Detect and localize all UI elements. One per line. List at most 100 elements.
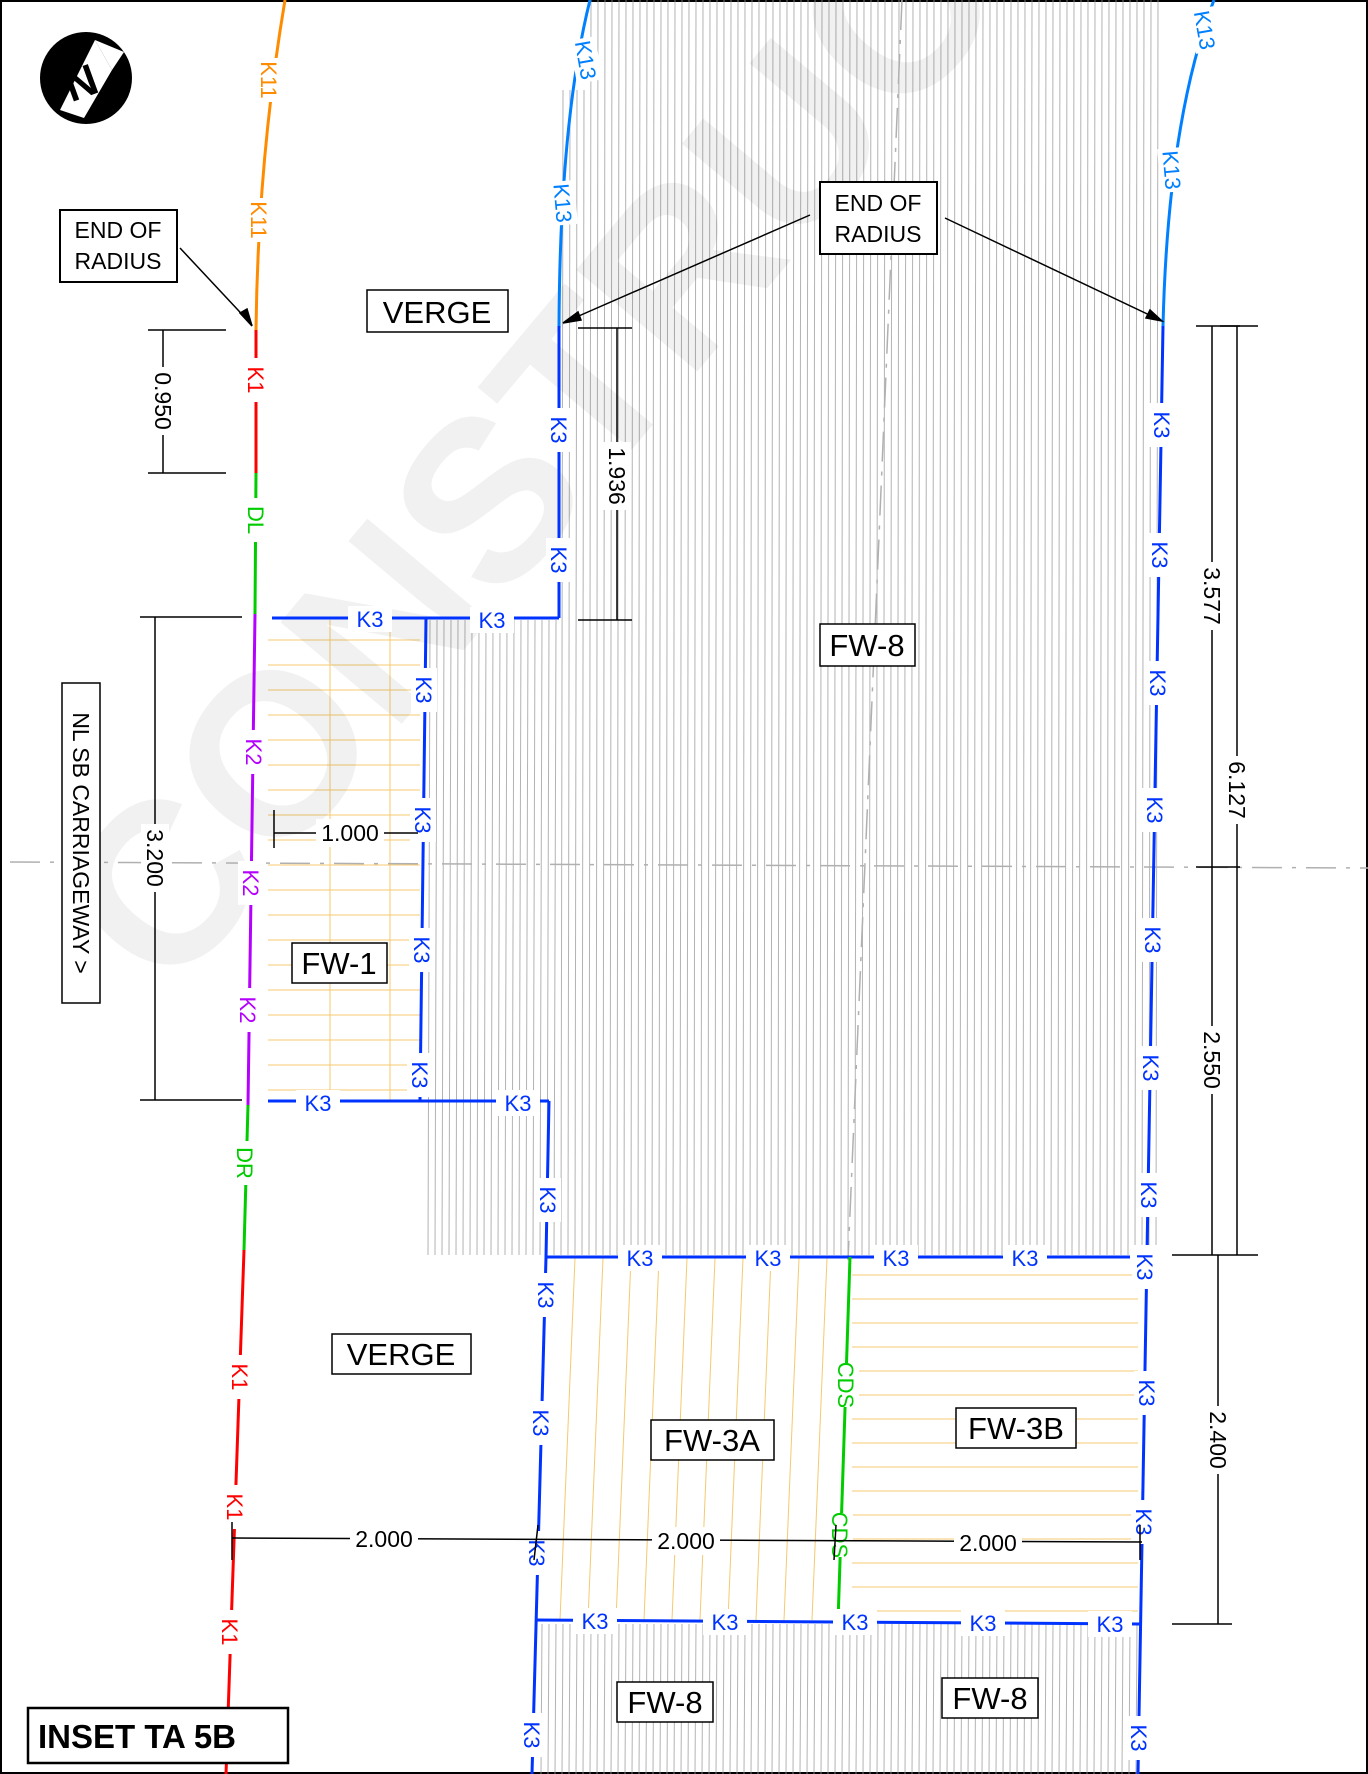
- kerb-code-k3: K3: [1134, 1371, 1160, 1415]
- svg-text:DR: DR: [232, 1147, 257, 1179]
- svg-text:END OF: END OF: [75, 217, 162, 243]
- svg-text:FW-8: FW-8: [627, 1685, 702, 1720]
- svg-text:INSET TA 5B: INSET TA 5B: [38, 1718, 236, 1755]
- centre-line: [9, 861, 1368, 869]
- svg-text:K3: K3: [1138, 1055, 1163, 1082]
- kerb-code-k3: K3: [528, 1401, 554, 1445]
- svg-text:6.127: 6.127: [1224, 761, 1250, 819]
- svg-text:K3: K3: [533, 1282, 558, 1309]
- svg-text:K1: K1: [222, 1494, 247, 1521]
- fw8-hatch-top: [427, 0, 1159, 1256]
- kerb-code-k2: K2: [238, 861, 264, 905]
- svg-text:K3: K3: [1097, 1612, 1124, 1637]
- svg-text:FW-3A: FW-3A: [664, 1423, 760, 1458]
- kerb-code-k3: K3: [1140, 918, 1166, 962]
- kerb-code-k3: K3: [1126, 1716, 1152, 1760]
- end-of-radius-right-box: END OF RADIUS: [819, 181, 938, 255]
- svg-text:2.000: 2.000: [355, 1526, 413, 1552]
- kerb-code-k3: K3: [1131, 1500, 1157, 1544]
- svg-text:K13: K13: [548, 182, 576, 223]
- fw8-bottom-right-label: FW-8: [941, 1677, 1039, 1719]
- kerb-code-k3: K3: [533, 1273, 559, 1317]
- kerb-code-k3: K3: [874, 1245, 918, 1271]
- svg-text:K3: K3: [1134, 1380, 1159, 1407]
- kerb-code-k3: K3: [703, 1609, 747, 1635]
- kerb-code-k3: K3: [546, 408, 572, 452]
- svg-text:2.550: 2.550: [1199, 1031, 1225, 1089]
- kerb-code-k3: K3: [746, 1245, 790, 1271]
- kerb-code-k3: K3: [348, 606, 392, 632]
- svg-text:K3: K3: [755, 1246, 782, 1271]
- svg-text:VERGE: VERGE: [347, 1337, 456, 1372]
- kerb-code-k3: K3: [1003, 1245, 1047, 1271]
- kerb-code-k1: K1: [227, 1355, 253, 1399]
- svg-text:1.000: 1.000: [321, 820, 379, 846]
- svg-text:K3: K3: [407, 1062, 432, 1089]
- svg-text:K3: K3: [712, 1610, 739, 1635]
- kerb-code-k3: K3: [1088, 1611, 1132, 1637]
- svg-text:FW-1: FW-1: [301, 946, 376, 981]
- svg-text:K3: K3: [535, 1187, 560, 1214]
- svg-text:2.000: 2.000: [657, 1528, 715, 1554]
- svg-text:K3: K3: [305, 1091, 332, 1116]
- svg-text:K2: K2: [241, 739, 266, 766]
- kerb-code-k3: K3: [1149, 403, 1175, 447]
- kerb-code-k1: K1: [222, 1485, 248, 1529]
- kerb-code-k1: K1: [243, 358, 269, 402]
- svg-text:K3: K3: [1131, 1509, 1156, 1536]
- carriageway-label: NL SB CARRIAGEWAY >: [61, 682, 101, 1004]
- kerb-code-k3: K3: [833, 1609, 877, 1635]
- fw8-bottom-left-label: FW-8: [616, 1681, 714, 1723]
- kerb-code-dr: DR: [232, 1141, 258, 1185]
- kerb-code-k2: K2: [241, 730, 267, 774]
- svg-text:K3: K3: [582, 1609, 609, 1634]
- svg-text:K3: K3: [519, 1722, 544, 1749]
- svg-text:FW-8: FW-8: [952, 1681, 1027, 1716]
- svg-text:VERGE: VERGE: [383, 295, 492, 330]
- svg-text:K3: K3: [505, 1091, 532, 1116]
- kerb-code-k11: K11: [256, 58, 282, 102]
- kerb-code-k1: K1: [217, 1610, 243, 1654]
- svg-text:K1: K1: [217, 1619, 242, 1646]
- svg-text:K3: K3: [410, 807, 435, 834]
- svg-text:K1: K1: [227, 1364, 252, 1391]
- kerb-code-k3: K3: [961, 1610, 1005, 1636]
- fw3b-label: FW-3B: [955, 1407, 1077, 1449]
- kerb-code-k3: K3: [410, 798, 436, 842]
- svg-text:K13: K13: [1157, 149, 1185, 190]
- svg-text:K3: K3: [1136, 1182, 1161, 1209]
- kerb-code-k3: K3: [407, 1053, 433, 1097]
- kerb-code-k13: K13: [569, 36, 603, 84]
- svg-text:K3: K3: [409, 937, 434, 964]
- svg-text:CDS: CDS: [833, 1362, 858, 1408]
- kerb-code-k3: K3: [470, 607, 514, 633]
- fw3b-hatch: [852, 1274, 1138, 1612]
- svg-text:K3: K3: [883, 1246, 910, 1271]
- verge-bottom-label: VERGE: [331, 1333, 472, 1375]
- fw1-label: FW-1: [291, 942, 388, 984]
- svg-text:RADIUS: RADIUS: [75, 248, 162, 274]
- svg-text:K3: K3: [1140, 927, 1165, 954]
- dimension-texts: 0.950 1.936 3.200 1.000 3.577 6.127 2.55…: [141, 367, 1251, 1557]
- svg-text:3.577: 3.577: [1199, 567, 1225, 625]
- svg-text:K11: K11: [246, 201, 271, 239]
- kerb-code-k3: K3: [1136, 1173, 1162, 1217]
- svg-text:K11: K11: [256, 61, 281, 99]
- kerb-code-k3: K3: [411, 668, 437, 712]
- svg-text:K3: K3: [546, 547, 571, 574]
- svg-text:FW-8: FW-8: [829, 628, 904, 663]
- svg-text:NL SB CARRIAGEWAY >: NL SB CARRIAGEWAY >: [68, 712, 94, 973]
- svg-text:2.400: 2.400: [1205, 1411, 1231, 1469]
- svg-text:RADIUS: RADIUS: [835, 221, 922, 247]
- svg-text:1.936: 1.936: [604, 447, 630, 505]
- svg-text:K3: K3: [1132, 1254, 1157, 1281]
- kerb-code-k3: K3: [519, 1713, 545, 1757]
- svg-text:K13: K13: [1189, 9, 1220, 52]
- svg-text:CDS: CDS: [827, 1512, 852, 1558]
- kerb-code-k3: K3: [496, 1090, 540, 1116]
- kerb-code-k3: K3: [1145, 661, 1171, 705]
- kerb-code-k11: K11: [246, 198, 272, 242]
- svg-text:K3: K3: [1126, 1725, 1151, 1752]
